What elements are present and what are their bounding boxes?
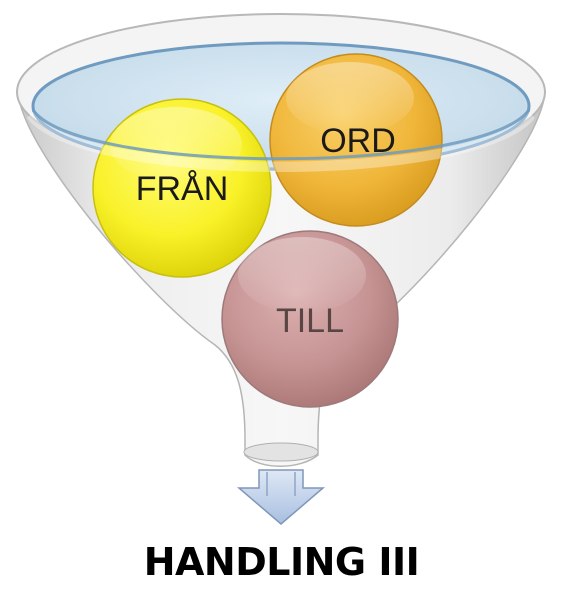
down-arrow-icon — [236, 469, 326, 525]
funnel-spout-rim — [243, 442, 319, 462]
ball-ord: ORD — [269, 53, 443, 227]
ball-till-label: TILL — [276, 302, 344, 340]
funnel-front-wall — [27, 112, 535, 172]
ball-fran-label: FRÅN — [136, 170, 229, 208]
ball-fran: FRÅN — [92, 98, 272, 278]
funnel-front-lip — [31, 109, 531, 161]
ball-till: TILL — [221, 230, 399, 408]
result-label: HANDLING III — [143, 540, 420, 584]
